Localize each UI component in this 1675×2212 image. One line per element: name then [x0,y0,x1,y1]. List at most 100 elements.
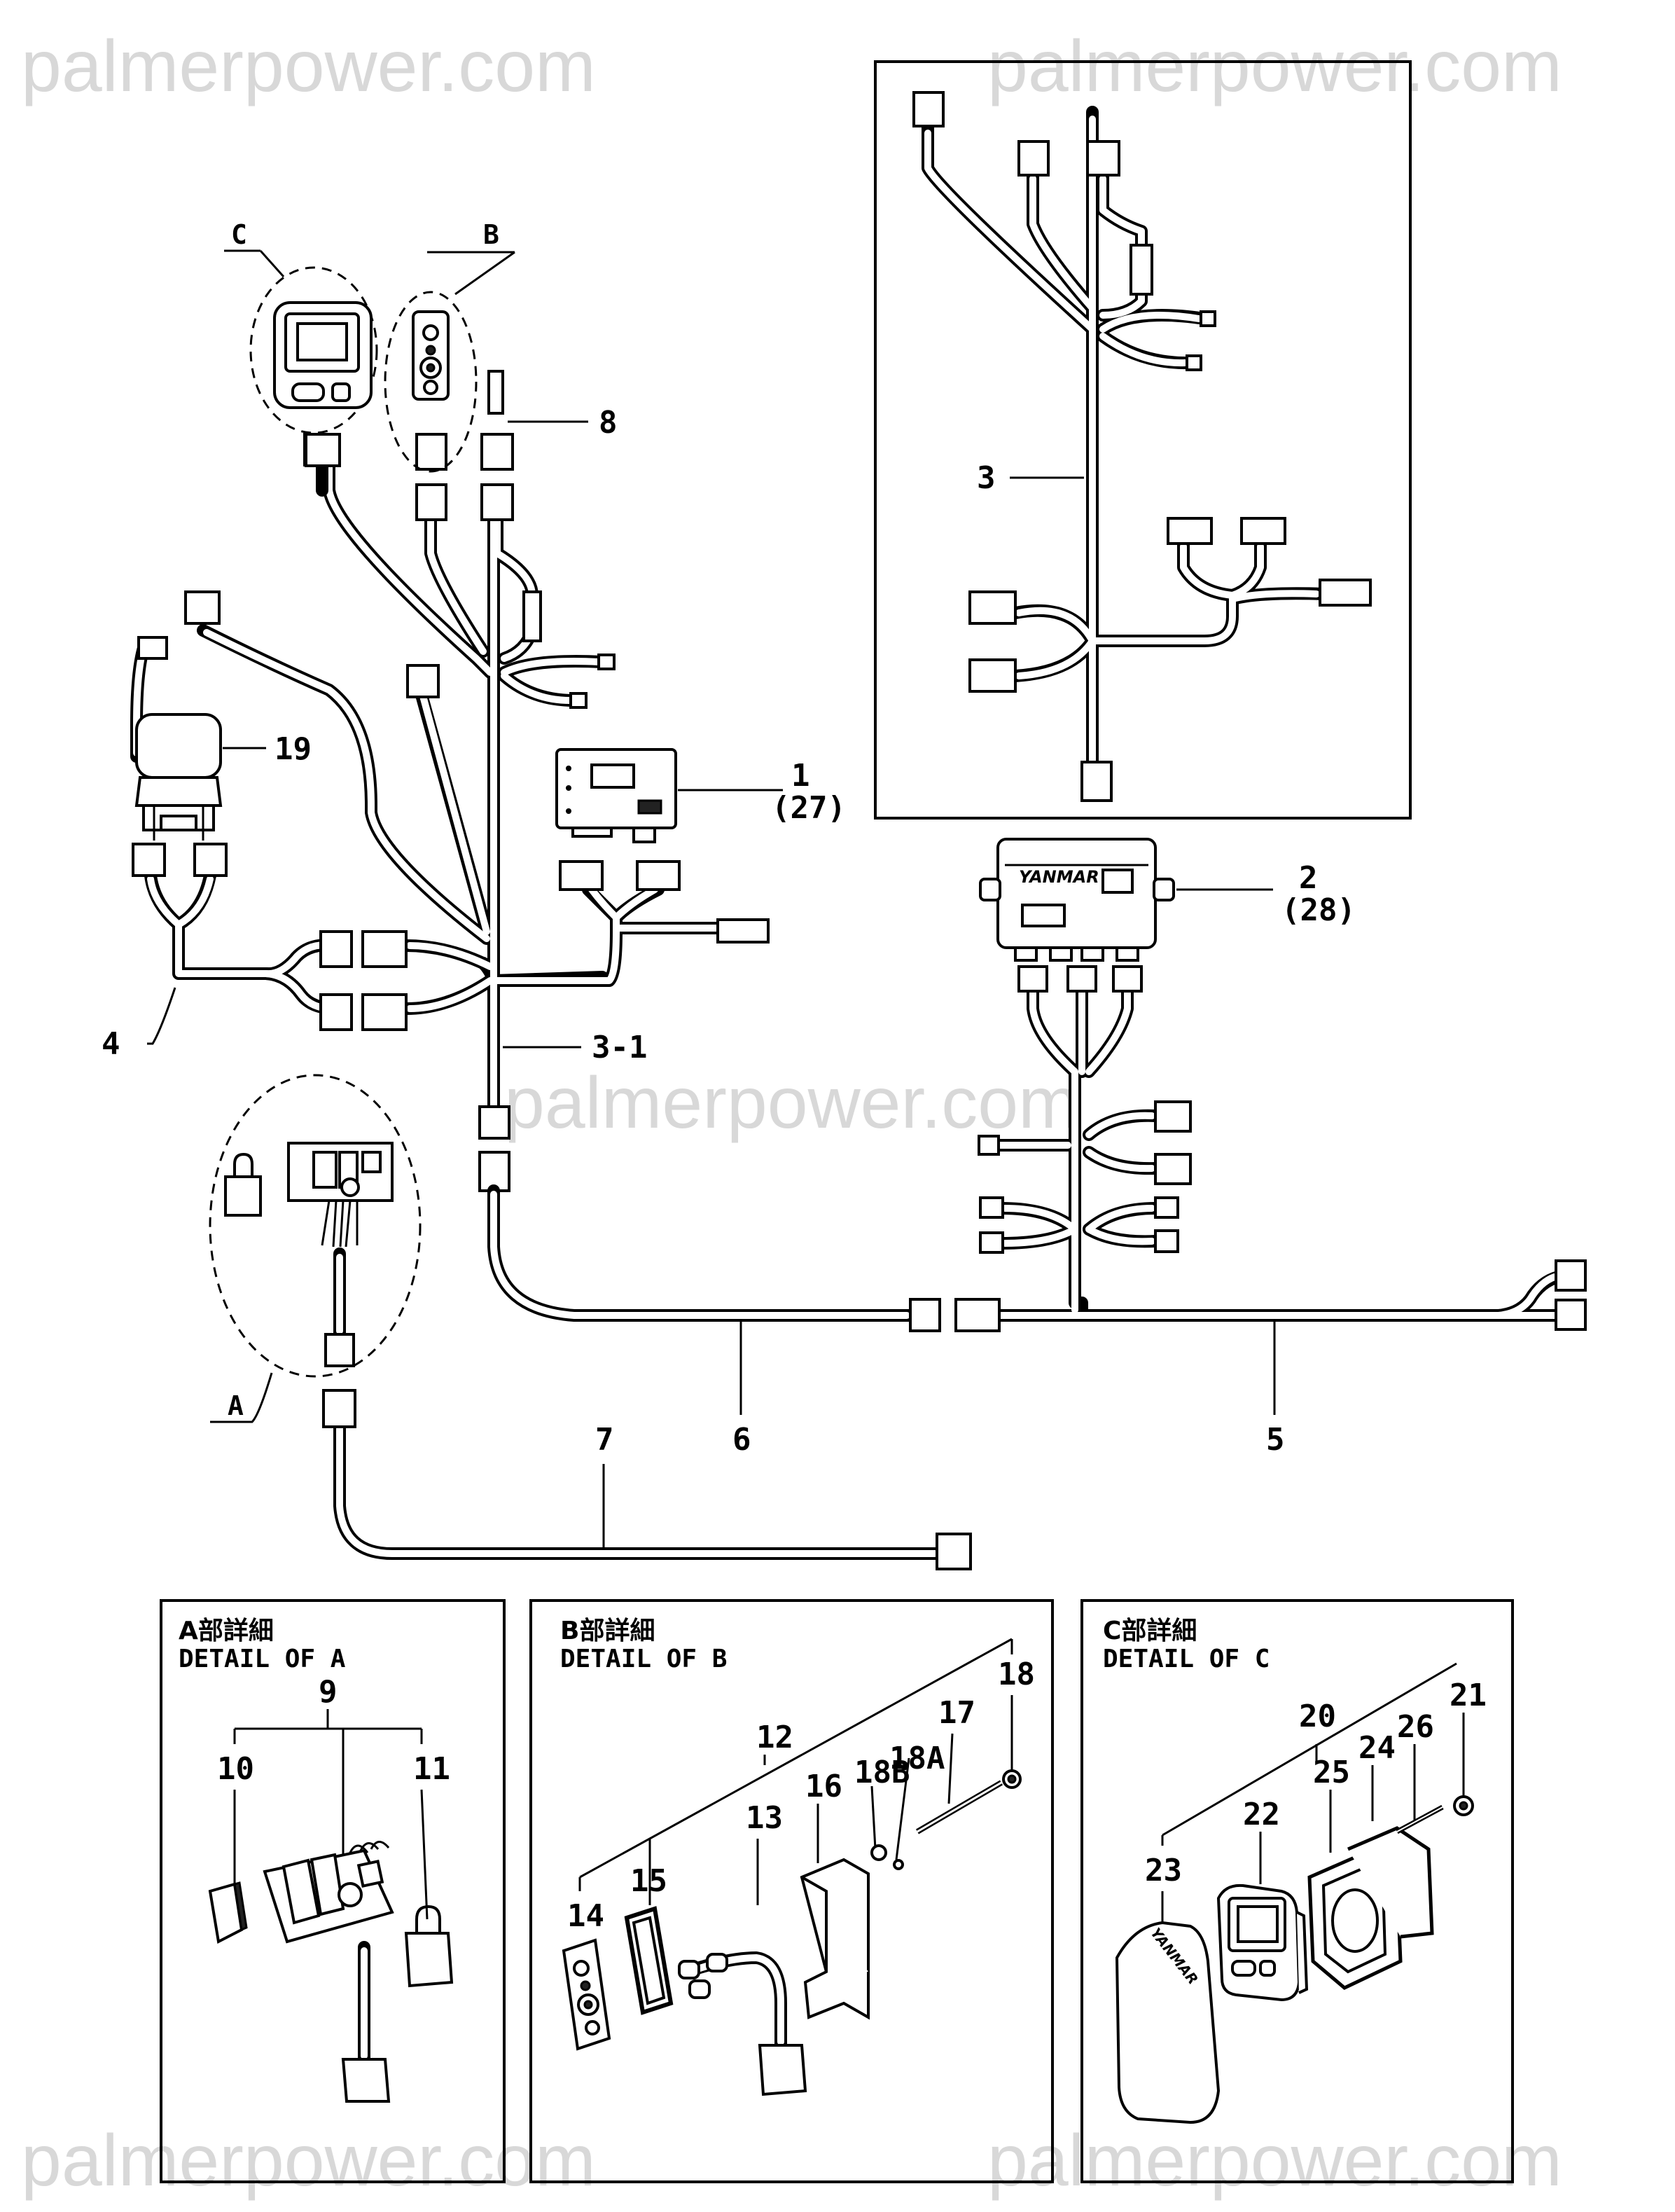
callout-c: C [231,219,247,250]
connector [487,370,504,415]
connector [132,843,166,877]
part-14-label: 14 [567,1898,604,1934]
part-1-controller: 1 (27) [555,748,846,843]
detail-a-title-jp: A部詳細 [179,1617,274,1645]
connector [1086,140,1120,177]
connector [406,664,440,698]
connector [415,483,447,521]
part-11-label: 11 [413,1751,450,1787]
watermark-bottom-left: palmerpower.com [21,2120,596,2201]
connector [909,1298,941,1332]
connector [1186,354,1202,371]
part-10-label: 10 [217,1751,254,1787]
connector [361,993,408,1031]
detail-b-title-en: DETAIL OF B [560,1645,727,1673]
callout-19: 19 [274,731,312,767]
connector [597,654,616,670]
connector [968,658,1017,693]
callout-b: B [483,219,499,250]
detail-b-box: B部詳細 DETAIL OF B 12 13 14 15 16 17 18 18… [529,1599,1054,2183]
detail-a-unit: A [209,1074,422,1423]
connector [322,1389,356,1428]
connector [522,590,542,642]
part-17-label: 17 [938,1695,975,1731]
callout-4: 4 [102,1026,120,1062]
callout-5: 5 [1266,1422,1285,1458]
connector [480,433,514,471]
harness-3-detail-box: 3 [874,60,1412,820]
detail-b-title-jp: B部詳細 [560,1617,655,1645]
part-18-label: 18 [998,1657,1035,1692]
part-24-label: 24 [1358,1730,1396,1766]
connector [1154,1153,1192,1185]
connector [480,483,514,521]
part-25-label: 25 [1313,1755,1350,1790]
connector [1154,1100,1192,1133]
main-harness-3-1: 8 3-1 4 [102,370,770,1192]
connector [968,590,1017,625]
connector [979,1196,1004,1219]
detail-c-title-jp: C部詳細 [1103,1617,1197,1645]
part-16-label: 16 [805,1769,842,1804]
callout-3: 3 [977,460,996,496]
part-23-label: 23 [1145,1853,1182,1888]
harness-6: 6 [487,1184,941,1458]
connector [636,860,681,891]
part-15-label: 15 [630,1863,667,1899]
part-18a-label: 18A [889,1741,945,1776]
connector [478,1105,510,1140]
callout-2: 2 [1299,860,1318,896]
connector [716,918,770,943]
connector [569,692,588,709]
connector [1319,579,1372,607]
part-18b-label: 18B [854,1755,910,1790]
connector [1154,1196,1179,1219]
callout-2-alt: (28) [1281,892,1356,928]
connector [1555,1259,1587,1292]
part-26-label: 26 [1397,1709,1434,1745]
connector [1017,965,1048,993]
watermark-top-right: palmerpower.com [987,26,1562,107]
connector [319,930,353,968]
part-12-label: 12 [756,1720,793,1755]
callout-7: 7 [595,1422,614,1458]
ecu-brand-logo: YANMAR [1019,867,1099,887]
part-2-ecu: YANMAR 2 (28) [979,838,1356,962]
callout-a: A [228,1390,244,1421]
part-19-switch: 19 [132,713,312,877]
callout-6: 6 [732,1422,751,1458]
harness-3-connectors [912,91,1372,802]
connector [979,1231,1004,1254]
watermark-bottom-right: palmerpower.com [987,2120,1562,2201]
part-13-label: 13 [746,1800,783,1836]
connector [1130,244,1153,296]
detail-c-box: C部詳細 DETAIL OF C 20 21 22 23 24 25 26 YA… [1080,1599,1514,2183]
part-21-label: 21 [1450,1678,1487,1713]
watermark-top-left: palmerpower.com [21,26,596,107]
connector [912,91,945,127]
watermark-center: palmerpower.com [504,1063,1079,1144]
connector [936,1533,972,1570]
connector [361,930,408,968]
connector [1555,1299,1587,1331]
connector [1240,517,1286,545]
connector [954,1298,1001,1332]
display-c-unit: C [224,219,378,497]
connector [1154,1229,1179,1253]
callout-1-alt: (27) [772,790,846,826]
connector [1112,965,1143,993]
harness-3-wires [922,106,1330,777]
callout-1: 1 [791,758,810,794]
connector [1066,965,1097,993]
connector [559,860,604,891]
detail-c-title-en: DETAIL OF C [1103,1645,1270,1673]
connector [1017,140,1050,177]
connector [1200,310,1216,327]
part-20-label: 20 [1299,1699,1336,1734]
connector [324,1333,355,1367]
harness-7: 7 [322,1389,972,1570]
connector [978,1135,1000,1156]
connector [137,636,168,660]
connector [193,843,228,877]
